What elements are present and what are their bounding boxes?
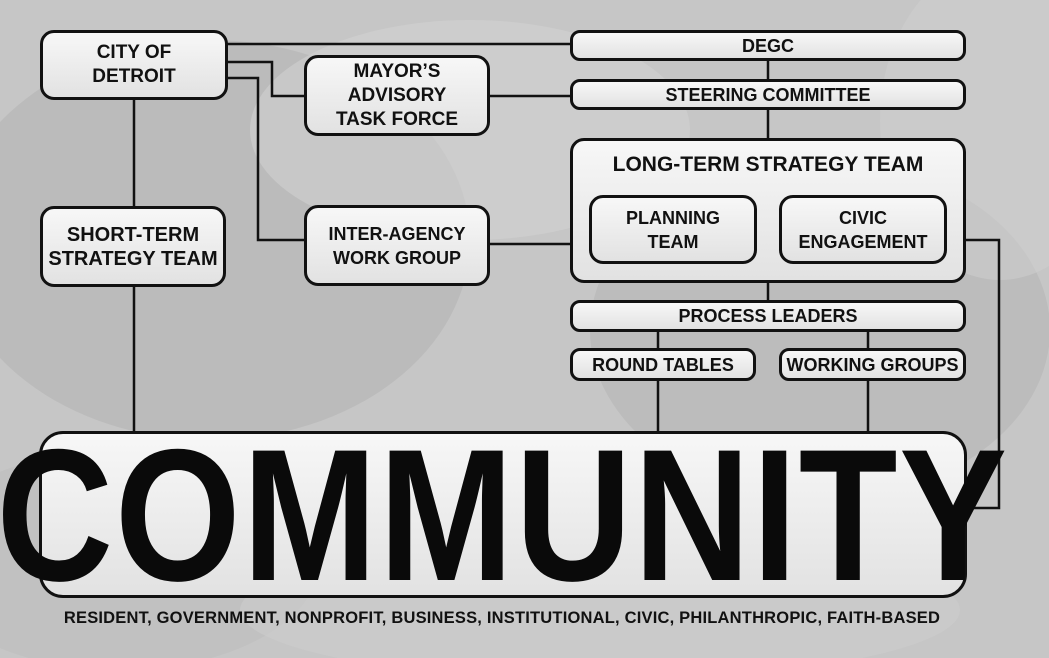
short-term-strategy-team-box: SHORT-TERM STRATEGY TEAM bbox=[40, 206, 226, 287]
degc-box: DEGC bbox=[570, 30, 966, 61]
community-box: COMMUNITY bbox=[0, 421, 1007, 609]
round-tables-label: ROUND TABLES bbox=[592, 354, 734, 375]
community-sectors-caption: RESIDENT, GOVERNMENT, NONPROFIT, BUSINES… bbox=[63, 609, 941, 627]
process-leaders-box: PROCESS LEADERS bbox=[570, 300, 966, 332]
line-city-mayors bbox=[226, 60, 306, 98]
community-label: COMMUNITY bbox=[0, 409, 1010, 620]
city-of-detroit-label: CITY OF DETROIT bbox=[92, 42, 176, 87]
working-groups-box: WORKING GROUPS bbox=[779, 348, 966, 381]
line-longterm-community-right bbox=[964, 238, 1001, 510]
long-term-strategy-team-label: LONG-TERM STRATEGY TEAM bbox=[612, 153, 924, 176]
round-tables-box: ROUND TABLES bbox=[570, 348, 756, 381]
mayors-advisory-task-force-label: MAYOR’S ADVISORY TASK FORCE bbox=[335, 60, 459, 130]
inter-agency-work-group-box: INTER-AGENCY WORK GROUP bbox=[304, 205, 490, 286]
city-of-detroit-box: CITY OF DETROIT bbox=[40, 30, 228, 100]
civic-engagement-label: CIVIC ENGAGEMENT bbox=[798, 207, 928, 252]
steering-committee-label: STEERING COMMITTEE bbox=[665, 84, 871, 105]
working-groups-label: WORKING GROUPS bbox=[786, 354, 959, 375]
inter-agency-work-group-label: INTER-AGENCY WORK GROUP bbox=[328, 223, 466, 268]
process-leaders-label: PROCESS LEADERS bbox=[678, 306, 858, 326]
planning-team-label: PLANNING TEAM bbox=[626, 207, 720, 252]
planning-team-box: PLANNING TEAM bbox=[589, 195, 757, 264]
degc-label: DEGC bbox=[741, 35, 794, 56]
mayors-advisory-task-force-box: MAYOR’S ADVISORY TASK FORCE bbox=[304, 55, 490, 136]
short-term-strategy-team-label: SHORT-TERM STRATEGY TEAM bbox=[48, 223, 218, 270]
steering-committee-box: STEERING COMMITTEE bbox=[570, 79, 966, 110]
civic-engagement-box: CIVIC ENGAGEMENT bbox=[779, 195, 947, 264]
line-city-interagency bbox=[226, 76, 306, 242]
